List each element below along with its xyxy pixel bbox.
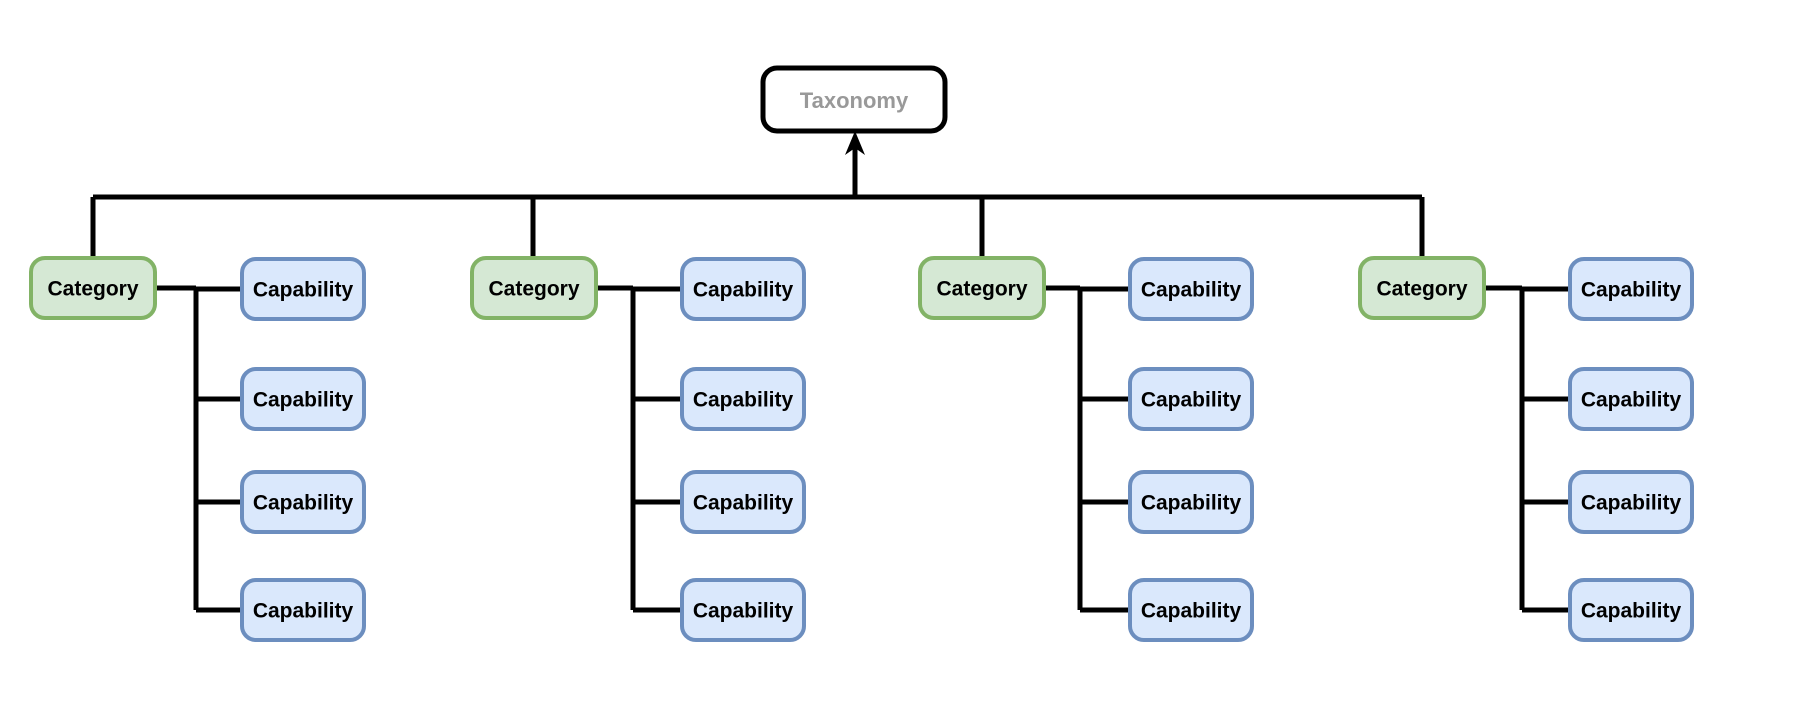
capability-box[interactable] [240, 367, 366, 431]
capability-box[interactable] [1568, 578, 1694, 642]
node-category-4[interactable]: Category [1358, 256, 1486, 320]
node-capability-2-2[interactable]: Capability [680, 367, 806, 431]
node-capability-3-2[interactable]: Capability [1128, 367, 1254, 431]
node-capability-4-2[interactable]: Capability [1568, 367, 1694, 431]
node-capability-1-1[interactable]: Capability [240, 257, 366, 321]
node-root-taxonomy[interactable]: Taxonomy [760, 65, 948, 134]
capability-box[interactable] [240, 257, 366, 321]
connector-layer [90, 131, 1570, 613]
capability-box[interactable] [1568, 470, 1694, 534]
node-category-1[interactable]: Category [29, 256, 157, 320]
node-capability-4-4[interactable]: Capability [1568, 578, 1694, 642]
node-capability-2-1[interactable]: Capability [680, 257, 806, 321]
root-box[interactable] [760, 65, 948, 134]
capability-box[interactable] [1128, 578, 1254, 642]
category-box[interactable] [29, 256, 157, 320]
node-capability-3-4[interactable]: Capability [1128, 578, 1254, 642]
connector-root-arrowhead [845, 131, 865, 155]
capability-box[interactable] [1568, 367, 1694, 431]
capability-box[interactable] [1128, 367, 1254, 431]
capability-box[interactable] [680, 257, 806, 321]
node-capability-4-3[interactable]: Capability [1568, 470, 1694, 534]
capability-box[interactable] [1128, 470, 1254, 534]
node-capability-2-4[interactable]: Capability [680, 578, 806, 642]
capability-box[interactable] [680, 578, 806, 642]
capability-box[interactable] [240, 578, 366, 642]
node-capability-1-4[interactable]: Capability [240, 578, 366, 642]
capability-box[interactable] [1568, 257, 1694, 321]
category-box[interactable] [1358, 256, 1486, 320]
node-capability-1-3[interactable]: Capability [240, 470, 366, 534]
capability-box[interactable] [240, 470, 366, 534]
node-capability-4-1[interactable]: Capability [1568, 257, 1694, 321]
category-box[interactable] [470, 256, 598, 320]
node-capability-3-3[interactable]: Capability [1128, 470, 1254, 534]
category-box[interactable] [918, 256, 1046, 320]
node-category-2[interactable]: Category [470, 256, 598, 320]
node-capability-2-3[interactable]: Capability [680, 470, 806, 534]
node-category-3[interactable]: Category [918, 256, 1046, 320]
node-capability-3-1[interactable]: Capability [1128, 257, 1254, 321]
capability-box[interactable] [680, 470, 806, 534]
capability-box[interactable] [1128, 257, 1254, 321]
node-capability-1-2[interactable]: Capability [240, 367, 366, 431]
capability-box[interactable] [680, 367, 806, 431]
